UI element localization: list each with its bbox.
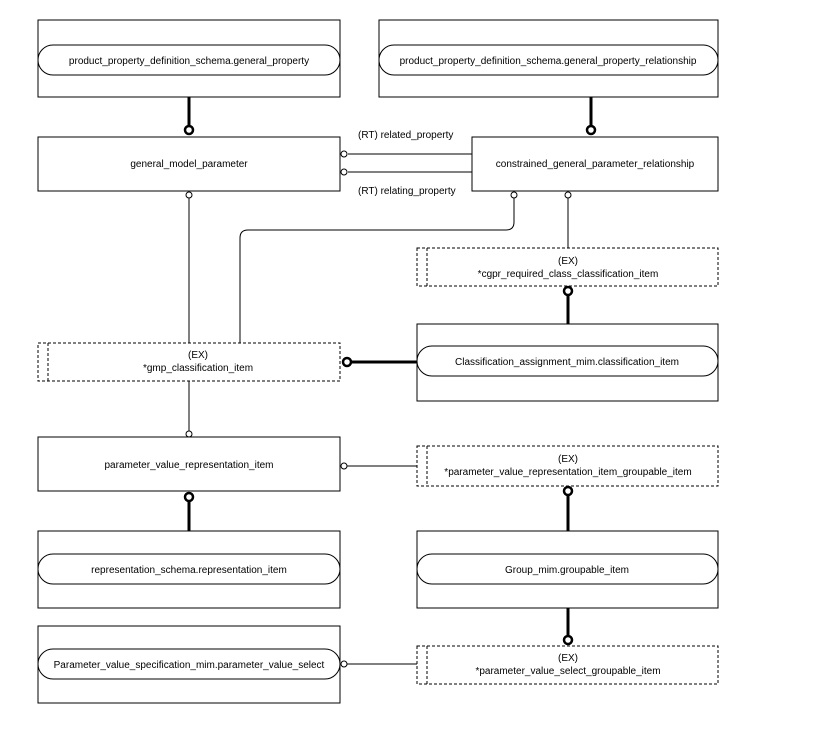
entity-pvs-ref[interactable]: Parameter_value_specification_mim.parame… bbox=[37, 625, 341, 704]
subtype-line-cgpr bbox=[585, 97, 597, 136]
line-gmp-select-to-pvri bbox=[185, 381, 193, 438]
pvs-select-name: *parameter_value_select_groupable_item bbox=[475, 666, 660, 677]
relationship-related-property: (RT) related_property bbox=[340, 130, 472, 158]
cgpr-select-name: *cgpr_required_class_classification_item bbox=[478, 269, 659, 280]
cgpr-select-tag: (EX) bbox=[558, 256, 578, 267]
subtype-line-groupable-to-pvri-select bbox=[562, 485, 574, 531]
entity-gp-ref[interactable]: product_property_definition_schema.gener… bbox=[37, 19, 341, 98]
entity-gpr-ref[interactable]: product_property_definition_schema.gener… bbox=[378, 19, 719, 98]
select-pvri-groupable[interactable]: (EX) *parameter_value_representation_ite… bbox=[416, 445, 719, 487]
subtype-line-classification-to-cgpr-select bbox=[562, 285, 574, 324]
pvs-select-tag: (EX) bbox=[558, 653, 578, 664]
groupable-ref-pill bbox=[416, 553, 719, 585]
entity-classification-ref[interactable]: Classification_assignment_mim.classifica… bbox=[416, 323, 719, 402]
gp-ref-label: product_property_definition_schema.gener… bbox=[69, 56, 309, 67]
entity-cgpr[interactable]: constrained_general_parameter_relationsh… bbox=[471, 136, 719, 192]
gmp-select-name: *gmp_classification_item bbox=[143, 363, 253, 374]
classification-ref-label: Classification_assignment_mim.classifica… bbox=[455, 357, 679, 368]
entity-gmp[interactable]: general_model_parameter bbox=[37, 136, 341, 192]
entity-rep-item-ref[interactable]: representation_schema.representation_ite… bbox=[37, 530, 341, 609]
line-pvs-ref-to-pvs-select bbox=[340, 660, 417, 668]
gmp-label: general_model_parameter bbox=[130, 159, 248, 170]
line-pvri-to-pvri-select bbox=[340, 462, 417, 470]
entity-groupable-ref[interactable]: Group_mim.groupable_item bbox=[416, 530, 719, 609]
select-pvs-groupable[interactable]: (EX) *parameter_value_select_groupable_i… bbox=[416, 645, 719, 685]
select-cgpr-classification[interactable]: (EX) *cgpr_required_class_classification… bbox=[416, 247, 719, 287]
pvri-select-name: *parameter_value_representation_item_gro… bbox=[444, 467, 691, 478]
line-cgpr-to-cgpr-select bbox=[564, 191, 572, 248]
line-gmp-to-gmp-select bbox=[185, 191, 193, 343]
groupable-ref-label: Group_mim.groupable_item bbox=[505, 565, 629, 576]
gp-ref-pill bbox=[37, 44, 341, 76]
subtype-line-classification-to-gmp-select bbox=[341, 356, 417, 368]
gmp-select-tag: (EX) bbox=[188, 350, 208, 361]
pvri-label: parameter_value_representation_item bbox=[105, 460, 274, 471]
subtype-line-rep-item-to-pvri bbox=[183, 491, 195, 531]
pvri-select-tag: (EX) bbox=[558, 454, 578, 465]
relating-property-label: (RT) relating_property bbox=[358, 186, 456, 197]
relationship-relating-property: (RT) relating_property bbox=[340, 168, 472, 197]
gpr-ref-label: product_property_definition_schema.gener… bbox=[400, 56, 697, 67]
rep-item-ref-pill bbox=[37, 553, 341, 585]
entity-pvri[interactable]: parameter_value_representation_item bbox=[37, 436, 341, 492]
line-cgpr-to-gmp-select bbox=[239, 191, 518, 343]
cgpr-label: constrained_general_parameter_relationsh… bbox=[496, 159, 695, 170]
pvs-ref-label: Parameter_value_specification_mim.parame… bbox=[54, 660, 325, 671]
subtype-line-gmp bbox=[183, 97, 195, 136]
related-property-label: (RT) related_property bbox=[358, 130, 453, 141]
select-gmp-classification[interactable]: (EX) *gmp_classification_item bbox=[37, 342, 341, 382]
pvs-ref-pill bbox=[37, 648, 341, 680]
rep-item-ref-label: representation_schema.representation_ite… bbox=[91, 565, 287, 576]
subtype-line-groupable-to-pvs-select bbox=[562, 608, 574, 646]
gpr-ref-pill bbox=[378, 44, 719, 76]
